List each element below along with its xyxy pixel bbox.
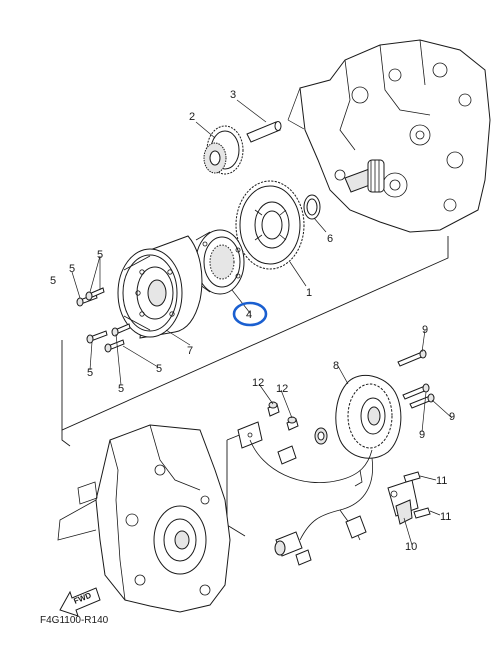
callout-6: 6 xyxy=(327,233,333,245)
grommet-bolt xyxy=(277,427,328,465)
screw-9-b xyxy=(402,383,430,400)
callout-11-a: 11 xyxy=(436,475,447,487)
callout-4: 4 xyxy=(246,309,252,321)
wire-harness xyxy=(249,439,374,566)
screw-11-b xyxy=(413,507,431,519)
group-frame-upper xyxy=(61,236,449,431)
callout-12-a: 12 xyxy=(252,377,264,389)
callout-2: 2 xyxy=(189,111,195,123)
crank-gear-teeth xyxy=(367,159,385,193)
callout-1: 1 xyxy=(306,287,312,299)
callout-5-d: 5 xyxy=(87,367,93,379)
screw-9-a xyxy=(397,349,427,367)
callout-11-b: 11 xyxy=(440,511,451,523)
screw-set-9 xyxy=(397,349,435,409)
bolt-5-b xyxy=(85,287,105,301)
leader-lines xyxy=(71,87,453,546)
callout-5-e: 5 xyxy=(156,363,162,375)
bolt-5-d xyxy=(104,339,125,353)
callout-7: 7 xyxy=(187,345,193,357)
rotor-flywheel xyxy=(117,235,203,339)
callout-9-a: 9 xyxy=(422,324,428,336)
starter-wheel-gear xyxy=(235,180,305,270)
diagram-code: F4G1100-R140 xyxy=(40,615,109,626)
crankcase-cover xyxy=(57,424,231,613)
stator-frame xyxy=(226,440,246,537)
one-way-clutch xyxy=(195,229,245,295)
fwd-arrow-icon: FWD xyxy=(59,587,101,617)
callout-5-f: 5 xyxy=(118,383,124,395)
screw-9-c xyxy=(409,393,435,409)
callout-9-c: 9 xyxy=(419,429,425,441)
idler-shaft xyxy=(246,121,282,143)
crankcase xyxy=(299,39,491,233)
callout-5-c: 5 xyxy=(97,249,103,261)
bolt-12-b xyxy=(286,416,299,431)
callout-3: 3 xyxy=(230,89,236,101)
callouts: 3 2 1 6 4 7 5 5 5 5 5 5 8 9 9 9 12 12 11… xyxy=(50,89,455,553)
wire-clamp xyxy=(237,421,263,449)
stator-coil xyxy=(335,374,402,459)
callout-10: 10 xyxy=(405,541,417,553)
callout-8: 8 xyxy=(333,360,339,372)
pickup-coil xyxy=(387,479,419,525)
bolt-5-c xyxy=(86,330,108,344)
bolt-5-e xyxy=(111,323,131,337)
callout-12-b: 12 xyxy=(276,383,288,395)
bolt-set-5 xyxy=(76,287,131,353)
callout-9-b: 9 xyxy=(449,411,455,423)
washer xyxy=(303,194,321,220)
bolt-12-a xyxy=(267,401,280,417)
screw-11-a xyxy=(403,471,421,483)
callout-5-a: 5 xyxy=(50,275,56,287)
highlight-circle xyxy=(232,301,268,327)
callout-5-b: 5 xyxy=(69,263,75,275)
group-frame-tick xyxy=(61,430,71,447)
idler-gear xyxy=(203,125,244,175)
